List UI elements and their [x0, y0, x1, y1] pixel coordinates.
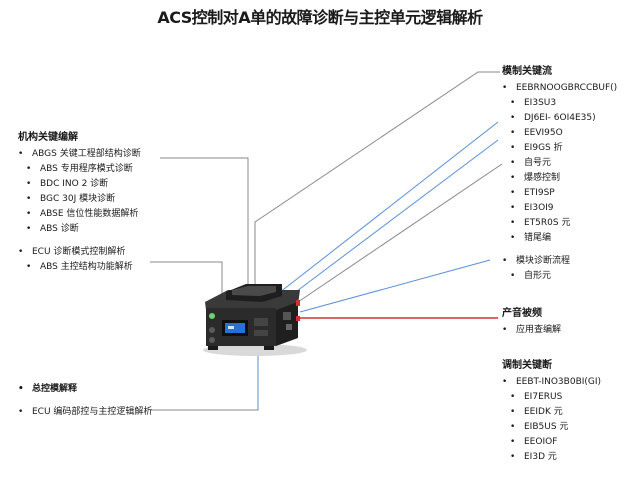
left-bottom-block: 总控模解释 ECU 编码部控与主控逻辑解析 — [18, 382, 152, 420]
list-item: ABS 诊断 — [18, 222, 141, 237]
list-item: 总控模解释 — [18, 382, 152, 397]
device-screen — [225, 323, 245, 333]
right-bottom-block: 调制关键断 EEBT-INO3B0BI(GI) EI7ERUS EEIDK 元 … — [502, 358, 601, 465]
list-item: EEIDK 元 — [502, 405, 601, 420]
right-mid-block: 产音被频 应用查编解 — [502, 306, 561, 338]
left-top-heading: 机构关键编解 — [18, 132, 78, 143]
list-item: 自号元 — [502, 156, 617, 171]
list-item: 自形元 — [502, 269, 617, 284]
list-item: BGC 30J 模块诊断 — [18, 192, 141, 207]
list-item: 应用查编解 — [502, 323, 561, 338]
list-item: EI3SU3 — [502, 96, 617, 111]
list-item: BDC INO 2 诊断 — [18, 177, 141, 192]
right-mid-heading: 产音被频 — [502, 308, 542, 319]
list-item: ETI9SP — [502, 186, 617, 201]
list-item: EEBT-INO3B0BI(GI) — [502, 375, 601, 390]
list-item: EI3D 元 — [502, 450, 601, 465]
diagram-title: ACS控制对A单的故障诊断与主控单元逻辑解析 — [157, 8, 483, 27]
connector-right-top-4 — [297, 163, 503, 303]
list-item: ABSE 信位性能数据解析 — [18, 207, 141, 222]
list-item: EI9GS 折 — [502, 141, 617, 156]
right-top-heading: 模制关键流 — [502, 66, 552, 77]
list-item: EEVI95O — [502, 126, 617, 141]
list-item: ABS 主控结构功能解析 — [18, 260, 141, 275]
connector-right-top-2 — [269, 121, 499, 301]
connector-left-top — [160, 157, 249, 292]
right-top-block: 模制关键流 EEBRNOOGBRCCBUF() EI3SU3 DJ6EI- 6O… — [502, 64, 617, 284]
list-item: ECU 编码部控与主控逻辑解析 — [18, 405, 152, 420]
list-item: EEOIOF — [502, 435, 601, 450]
list-item: ET5R0S 元 — [502, 216, 617, 231]
list-item: EIB5US 元 — [502, 420, 601, 435]
list-item: EI3OI9 — [502, 201, 617, 216]
connector-right-top — [254, 71, 500, 300]
list-item: 模块诊断流程 — [502, 254, 617, 269]
list-item: EI7ERUS — [502, 390, 601, 405]
list-item: DJ6EI- 6OI4E35) — [502, 111, 617, 126]
list-item: ABGS 关键工程部结构诊断 — [18, 147, 141, 162]
right-bottom-heading: 调制关键断 — [502, 360, 552, 371]
connector-left-mid — [150, 261, 223, 300]
connector-right-top-3 — [284, 139, 499, 301]
list-item: 爆感控制 — [502, 171, 617, 186]
list-item: EEBRNOOGBRCCBUF() — [502, 81, 617, 96]
list-item: ECU 诊断模式控制解析 — [18, 245, 141, 260]
list-item: ABS 专用程序模式诊断 — [18, 162, 141, 177]
list-item: 错尾编 — [502, 231, 617, 246]
connector-right-diag — [299, 259, 491, 313]
status-led — [209, 313, 215, 319]
left-top-block: 机构关键编解 ABGS 关键工程部结构诊断 ABS 专用程序模式诊断 BDC I… — [18, 130, 141, 275]
